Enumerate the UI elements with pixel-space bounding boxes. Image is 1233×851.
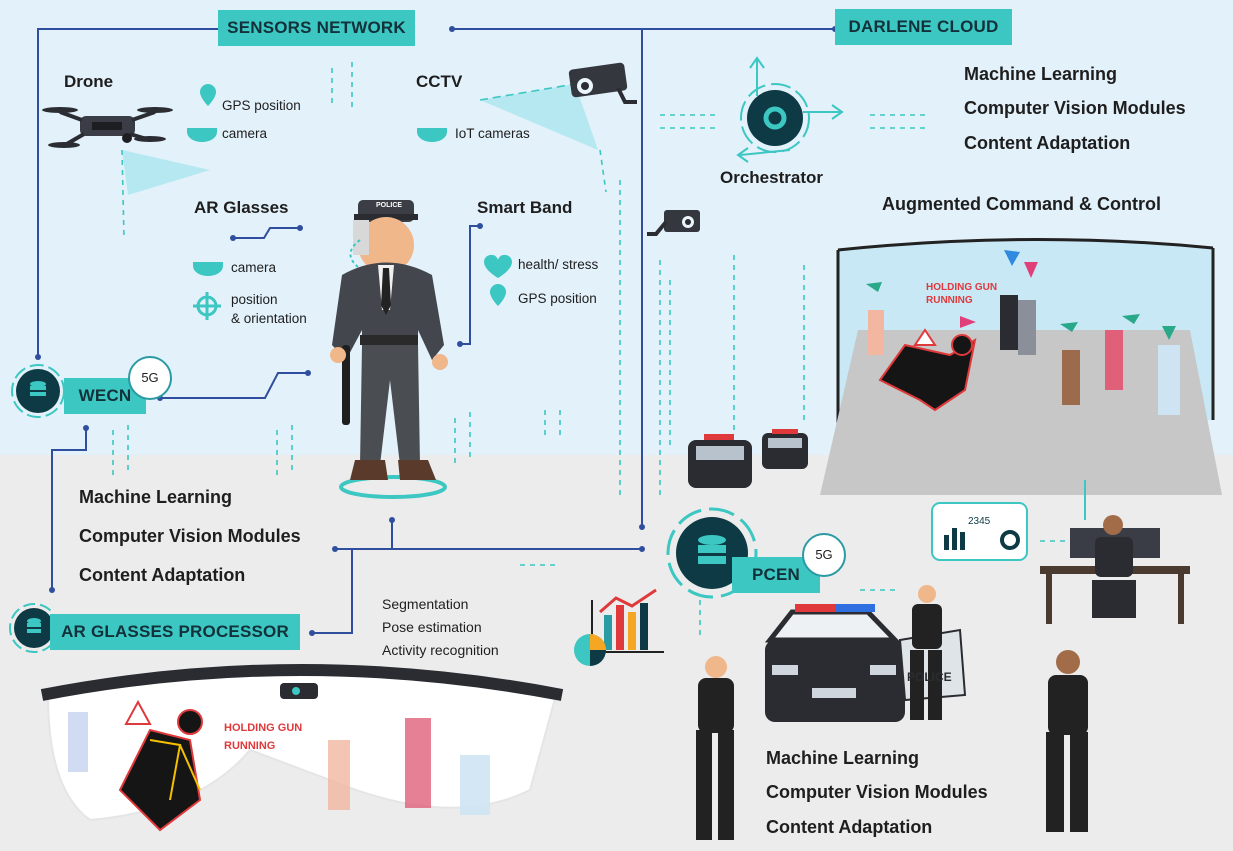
ar-glasses-processor-tag: AR GLASSES PROCESSOR [50, 614, 300, 650]
glasses-alert-line1: HOLDING GUN [224, 722, 303, 734]
iot-camera-icon [417, 128, 447, 142]
ar-processor-item-1: Segmentation [382, 596, 469, 612]
dome-camera-icon [187, 128, 217, 142]
glasses-alert-line2: RUNNING [224, 740, 276, 752]
heart-rate-icon [484, 254, 512, 278]
gps-pin-icon [200, 84, 216, 106]
police-officer-figure [330, 200, 448, 499]
connector-lines [37, 28, 835, 634]
smart-band-health-label: health/ stress [518, 257, 599, 272]
wecn-5g-badge: 5G [128, 356, 172, 400]
pcen-item-2: Computer Vision Modules [766, 782, 988, 802]
orchestrator-icon [736, 56, 844, 163]
pcen-item-1: Machine Learning [766, 748, 920, 768]
ar-processor-item-3: Activity recognition [382, 642, 499, 658]
ar-glasses-orientation-label: & orientation [231, 311, 307, 326]
ar-glasses-position-label: position [231, 292, 278, 307]
officer-figures-bottom [696, 585, 1088, 840]
analytics-chart-icon [574, 588, 664, 666]
wecn-item-2: Computer Vision Modules [79, 526, 301, 546]
sensor-icons [187, 84, 506, 306]
wecn-item-1: Machine Learning [79, 487, 233, 507]
wecn-item-3: Content Adaptation [79, 565, 246, 585]
drone-title: Drone [64, 72, 114, 91]
operator-station [931, 480, 1190, 624]
officer-cap-text: POLICE [376, 202, 403, 209]
ar-glasses-title: AR Glasses [194, 198, 289, 217]
darlene-cloud-tag: DARLENE CLOUD [835, 9, 1012, 45]
band-gps-pin-icon [490, 284, 506, 306]
ar-glasses-camera-label: camera [231, 260, 277, 275]
ar-processor-item-2: Pose estimation [382, 619, 482, 635]
drone-camera-label: camera [222, 126, 268, 141]
cctv-camera-small-icon [647, 210, 700, 236]
scene-alert-line2: RUNNING [926, 295, 973, 306]
monitor-number: 2345 [968, 516, 991, 527]
position-target-icon [193, 292, 221, 320]
cctv-title: CCTV [416, 72, 463, 91]
drone-camera-cone [122, 150, 210, 195]
cloud-item-1: Machine Learning [964, 64, 1118, 84]
orchestrator-label: Orchestrator [720, 168, 823, 187]
dashed-links [112, 62, 1070, 640]
smart-band-gps-label: GPS position [518, 291, 597, 306]
cloud-item-2: Computer Vision Modules [964, 98, 1186, 118]
cctv-camera-icon [568, 62, 637, 104]
ar-camera-icon [193, 262, 223, 276]
pcen-icon [666, 507, 758, 599]
ar-processor-icon [9, 603, 59, 653]
cloud-item-3: Content Adaptation [964, 133, 1131, 153]
ar-glasses-view [40, 664, 564, 832]
smart-band-title: Smart Band [477, 198, 573, 217]
drone-icon [42, 107, 173, 148]
car-door-text: POLICE [907, 670, 952, 684]
pcen-item-3: Content Adaptation [766, 817, 933, 837]
drone-gps-label: GPS position [222, 98, 301, 113]
wecn-icon [11, 364, 65, 418]
sensors-network-tag: SENSORS NETWORK [218, 10, 415, 46]
cctv-camera-cone [480, 84, 598, 150]
police-cars-small [688, 429, 808, 488]
augmented-command-control-title: Augmented Command & Control [882, 194, 1161, 214]
command-control-scene [820, 237, 1222, 495]
cctv-iot-label: IoT cameras [455, 126, 530, 141]
scene-alert-line1: HOLDING GUN [926, 282, 998, 293]
pcen-5g-badge: 5G [802, 533, 846, 577]
